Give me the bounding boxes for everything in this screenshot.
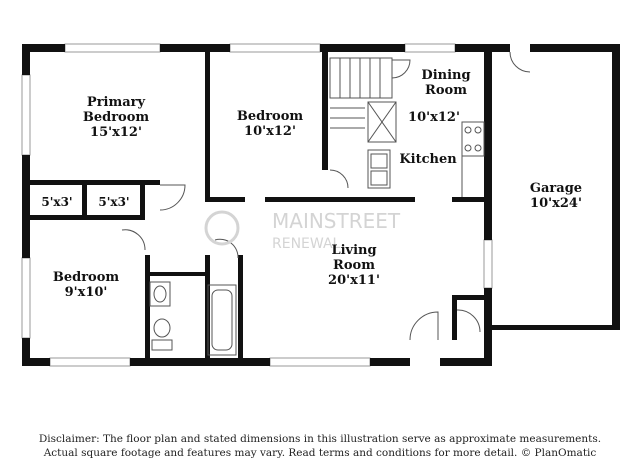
fixtures xyxy=(121,51,531,356)
floor-plan: MAINSTREET RENEWAL Primary Bedroom 15'x1… xyxy=(21,43,620,367)
watermark-line2: RENEWAL xyxy=(272,236,341,252)
watermark-line1: MAINSTREET xyxy=(272,209,401,233)
bedroom-top-dims: 10'x12' xyxy=(244,124,296,139)
walls xyxy=(22,44,620,366)
kitchen-name: Kitchen xyxy=(399,152,457,167)
disclaimer-line2: Actual square footage and features may v… xyxy=(43,447,597,459)
room-labels: Primary Bedroom 15'x12' Bedroom 10'x12' … xyxy=(41,68,582,300)
closet-left-dims: 5'x3' xyxy=(41,195,72,209)
living-room-name-1: Living xyxy=(331,243,376,258)
bedroom-left-dims: 9'x10' xyxy=(65,285,108,300)
primary-bedroom-name-2: Bedroom xyxy=(83,110,150,125)
dining-room-name-2: Room xyxy=(425,83,467,98)
bedroom-top-name: Bedroom xyxy=(237,109,304,124)
dining-room-dims: 10'x12' xyxy=(408,110,460,125)
living-room-name-2: Room xyxy=(333,258,375,273)
windows xyxy=(21,43,493,367)
disclaimer-line1: Disclaimer: The floor plan and stated di… xyxy=(38,433,602,445)
primary-bedroom-name-1: Primary xyxy=(87,95,146,110)
living-room-dims: 20'x11' xyxy=(328,273,380,288)
disclaimer: Disclaimer: The floor plan and stated di… xyxy=(0,432,640,460)
primary-bedroom-dims: 15'x12' xyxy=(90,125,142,140)
garage-name: Garage xyxy=(530,181,582,196)
dining-room-name-1: Dining xyxy=(421,68,470,83)
garage-dims: 10'x24' xyxy=(530,196,582,211)
watermark: MAINSTREET RENEWAL xyxy=(204,209,401,252)
bedroom-left-name: Bedroom xyxy=(53,270,120,285)
closet-right-dims: 5'x3' xyxy=(98,195,129,209)
